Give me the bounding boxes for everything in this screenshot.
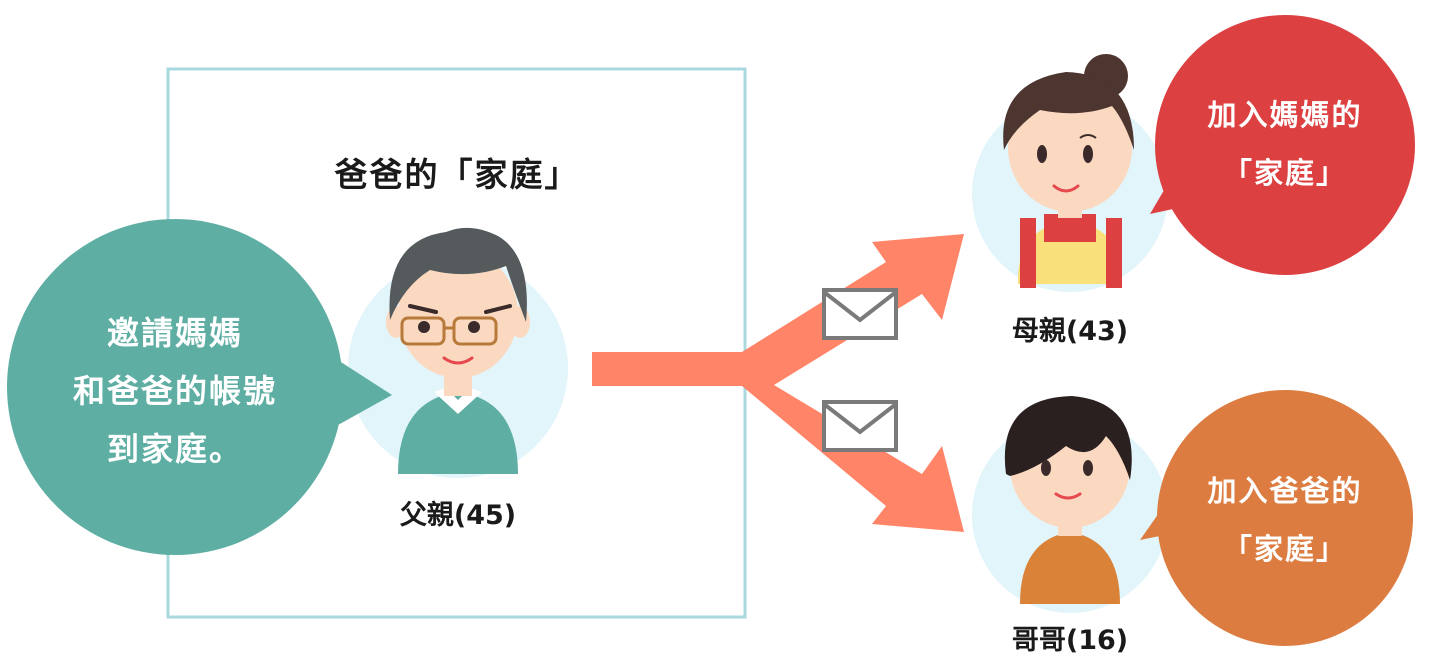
- brother-bubble: [1140, 390, 1413, 646]
- mother-bubble-line: 加入媽媽的: [1207, 98, 1363, 132]
- mother-avatar: [972, 54, 1168, 292]
- brother-bubble-text: 加入爸爸的 「家庭」: [1165, 462, 1405, 578]
- brother-avatar: [972, 396, 1168, 613]
- mother-bubble-line: 「家庭」: [1222, 156, 1347, 190]
- mother-bubble: [1150, 15, 1415, 275]
- invite-line: 邀請媽媽: [106, 314, 243, 352]
- mother-bubble-text: 加入媽媽的 「家庭」: [1165, 86, 1405, 202]
- father-avatar: [348, 227, 568, 478]
- father-label: 父親(45): [399, 500, 517, 531]
- brother-bubble-line: 「家庭」: [1222, 532, 1347, 566]
- brother-bubble-line: 加入爸爸的: [1207, 474, 1363, 508]
- split-arrow: [592, 234, 964, 532]
- invite-bubble-text: 邀請媽媽 和爸爸的帳號 到家庭。: [35, 304, 315, 478]
- brother-label: 哥哥(16): [1011, 625, 1129, 656]
- family-box-title: 爸爸的「家庭」: [334, 155, 580, 194]
- mother-label: 母親(43): [1011, 316, 1129, 347]
- envelope-icon: [822, 288, 898, 340]
- invite-line: 和爸爸的帳號: [72, 372, 277, 410]
- invite-bubble: [7, 219, 392, 555]
- invite-line: 到家庭。: [106, 430, 243, 468]
- envelope-icon: [822, 400, 898, 452]
